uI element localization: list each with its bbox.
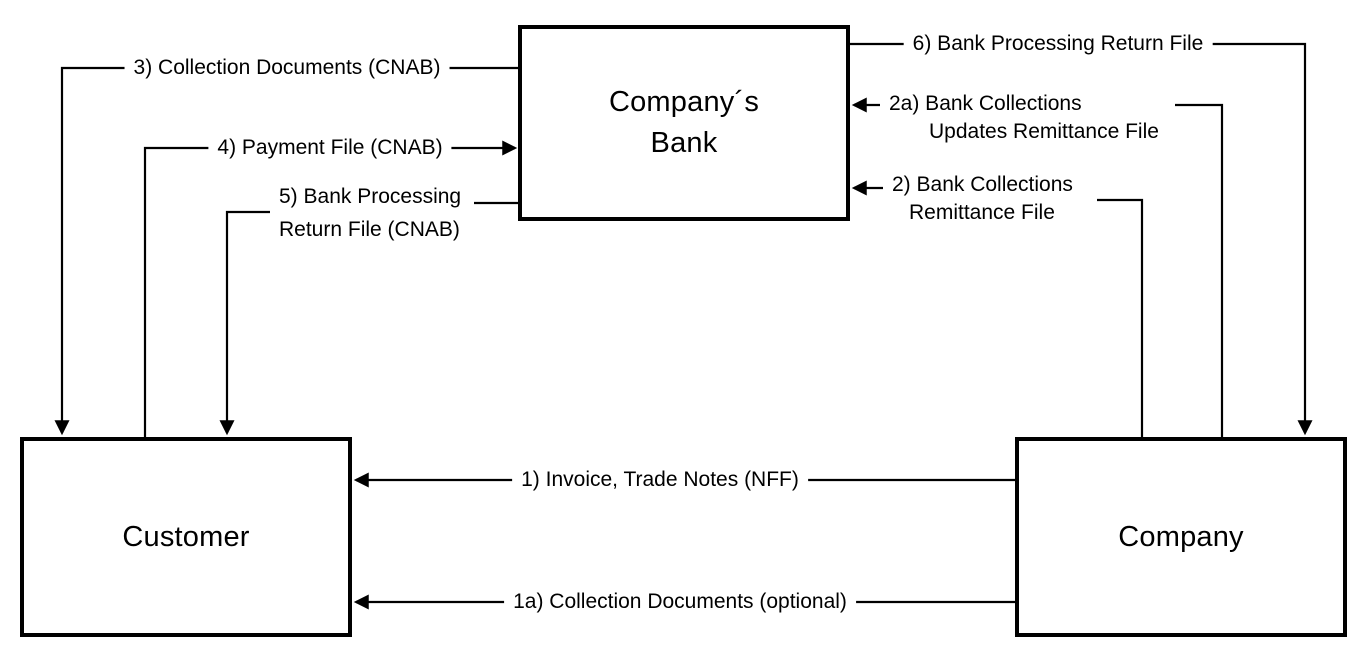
node-companys-bank-label-line2: Bank [650, 127, 718, 159]
flow-label-2a: 2a) Bank Collections Updates Remittance … [880, 90, 1168, 146]
flow-label-2a-line2: Updates Remittance File [929, 120, 1159, 143]
node-companys-bank-label: Company´s Bank [609, 82, 759, 164]
node-customer-label: Customer [122, 520, 250, 553]
flow-2-stub [1097, 198, 1144, 437]
node-company-label: Company [1118, 520, 1244, 553]
flow-label-4: 4) Payment File (CNAB) [208, 134, 452, 162]
node-companys-bank: Company´s Bank [518, 25, 850, 221]
flow-label-5: 5) Bank Processing Return File (CNAB) [270, 180, 471, 246]
flow-label-2a-line1: 2a) Bank Collections [889, 92, 1082, 115]
flow-label-1a: 1a) Collection Documents (optional) [504, 588, 856, 616]
flow-2a-stub [1175, 103, 1224, 437]
flow-label-3: 3) Collection Documents (CNAB) [124, 54, 450, 82]
flow-label-2-line2: Remittance File [909, 201, 1055, 224]
flow-label-2-line1: 2) Bank Collections [892, 173, 1073, 196]
flow-3-line [54, 66, 518, 436]
flow-5-line [219, 210, 278, 436]
node-companys-bank-label-line1: Company´s [608, 86, 760, 118]
flow-label-1: 1) Invoice, Trade Notes (NFF) [512, 466, 808, 494]
flow-label-6: 6) Bank Processing Return File [903, 30, 1213, 58]
flow-label-5-line2: Return File (CNAB) [279, 218, 460, 241]
flow-label-5-line1: 5) Bank Processing [279, 185, 462, 208]
node-company: Company [1015, 437, 1347, 637]
node-customer: Customer [20, 437, 352, 637]
flow-label-2: 2) Bank Collections Remittance File [883, 171, 1082, 227]
